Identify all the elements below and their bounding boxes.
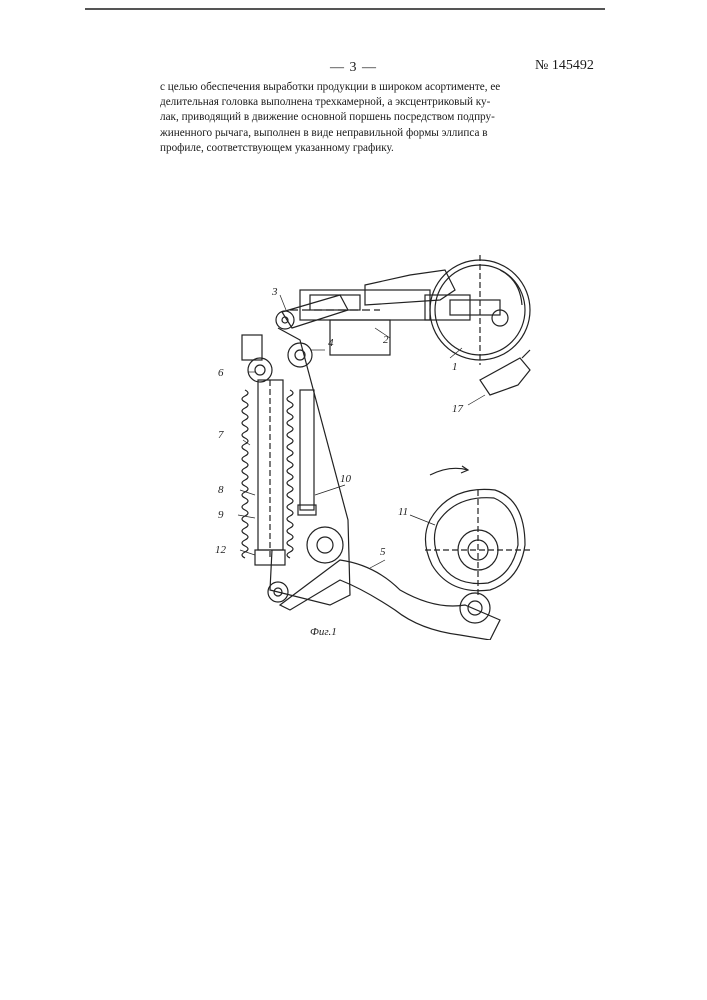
label-1: 1 bbox=[452, 361, 458, 373]
claim-line: делительная головка выполнена трехкамерн… bbox=[160, 95, 585, 110]
page-number: — 3 — bbox=[330, 60, 377, 76]
patent-number: № 145492 bbox=[535, 58, 594, 74]
rod-10 bbox=[298, 390, 316, 515]
claim-line: профиле, соответствующем указанному граф… bbox=[160, 141, 585, 156]
label-5: 5 bbox=[380, 546, 386, 558]
eccentric-cam-11 bbox=[425, 466, 530, 595]
label-6: 6 bbox=[218, 367, 224, 379]
dividing-head bbox=[425, 255, 530, 365]
top-rule bbox=[85, 8, 605, 10]
label-leaders bbox=[238, 295, 485, 568]
claim-line: лак, приводящий в движение основной порш… bbox=[160, 110, 585, 125]
label-12: 12 bbox=[215, 544, 227, 556]
label-10: 10 bbox=[340, 473, 352, 485]
lever-3 bbox=[276, 295, 348, 329]
label-3: 3 bbox=[271, 286, 278, 298]
label-17: 17 bbox=[452, 403, 464, 415]
figure-caption: Фиг.1 bbox=[310, 626, 337, 638]
claim-line: жиненного рычага, выполнен в виде неправ… bbox=[160, 126, 585, 141]
label-7: 7 bbox=[218, 429, 224, 441]
claim-paragraph: с целью обеспечения выработки продукции … bbox=[160, 80, 585, 156]
part-17 bbox=[480, 350, 530, 395]
piston-body bbox=[290, 270, 455, 355]
label-4: 4 bbox=[328, 337, 334, 349]
lower-pivot bbox=[307, 527, 343, 563]
upper-bracket-4 bbox=[270, 328, 350, 605]
label-9: 9 bbox=[218, 509, 224, 521]
label-11: 11 bbox=[398, 506, 408, 518]
spring-column bbox=[242, 335, 293, 602]
label-2: 2 bbox=[383, 334, 389, 346]
label-8: 8 bbox=[218, 484, 224, 496]
claim-line: с целью обеспечения выработки продукции … bbox=[160, 80, 585, 95]
mechanism-drawing: 1 2 3 4 5 6 7 8 9 10 11 12 17 Фиг.1 bbox=[200, 250, 540, 640]
